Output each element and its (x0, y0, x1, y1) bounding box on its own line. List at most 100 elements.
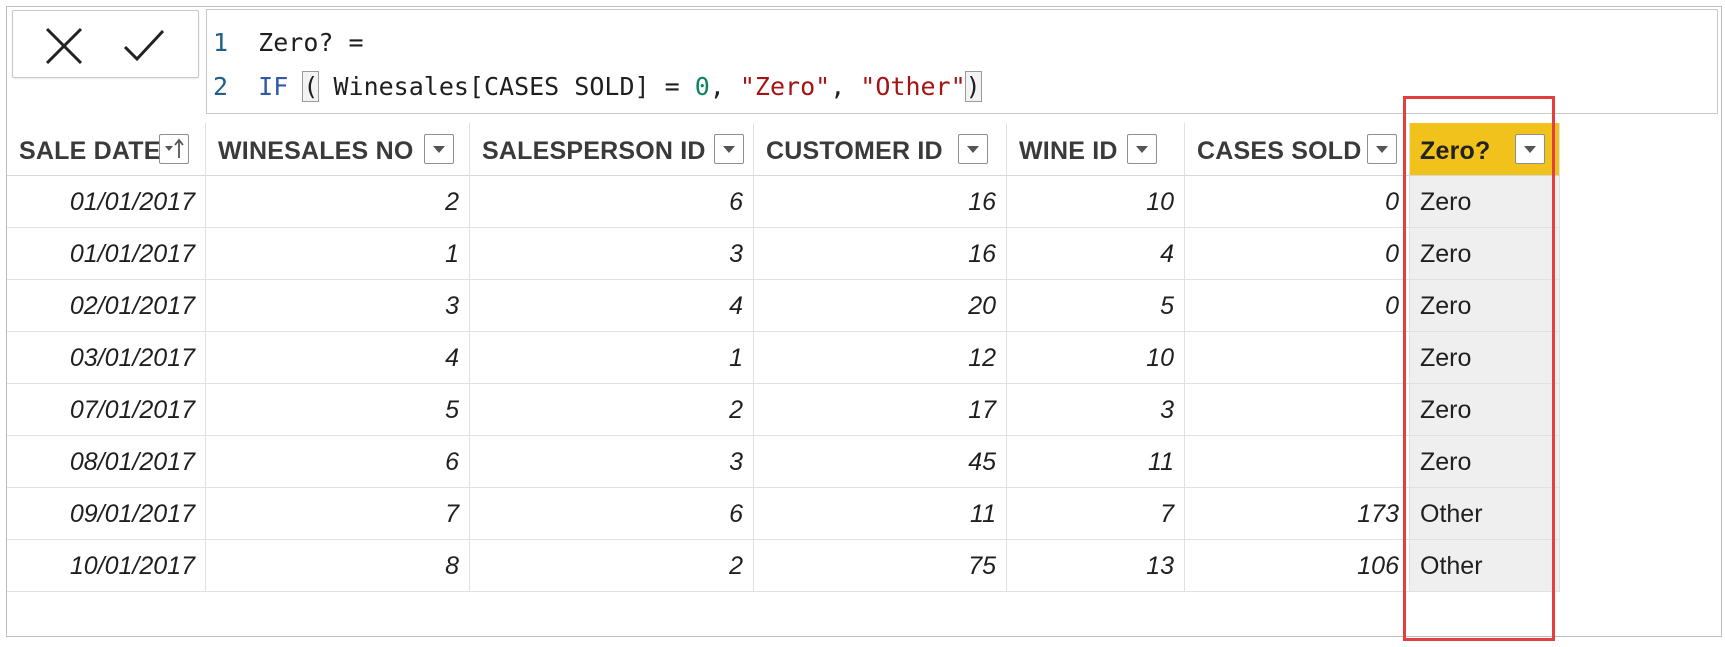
cancel-button[interactable] (41, 23, 87, 69)
table-cell[interactable]: 75 (754, 540, 1007, 592)
formula-editor[interactable]: 1 Zero? = 2 IF ( Winesales[CASES SOLD] =… (206, 9, 1718, 114)
table-cell[interactable]: 16 (754, 176, 1007, 228)
table-cell[interactable]: 5 (1007, 280, 1185, 332)
table-cell[interactable]: 09/01/2017 (7, 488, 206, 540)
table-cell[interactable] (1185, 384, 1410, 436)
table-cell[interactable]: 7 (206, 488, 470, 540)
table-cell[interactable]: 01/01/2017 (7, 228, 206, 280)
table-cell[interactable]: 11 (1007, 436, 1185, 488)
cell-value: 2 (729, 552, 743, 580)
table-cell[interactable] (1185, 332, 1410, 384)
table-cell[interactable]: 7 (1007, 488, 1185, 540)
formula-line-2: 2 IF ( Winesales[CASES SOLD] = 0, "Zero"… (213, 71, 982, 102)
table-cell[interactable]: 2 (206, 176, 470, 228)
commit-buttons (12, 10, 199, 78)
table-cell[interactable]: 01/01/2017 (7, 176, 206, 228)
column-header-label: WINESALES NO (218, 137, 414, 165)
table-cell[interactable]: 5 (206, 384, 470, 436)
column-header[interactable]: SALESPERSON ID (470, 123, 754, 176)
column-header[interactable]: SALE DATE (7, 123, 206, 176)
table-cell[interactable]: Zero (1410, 332, 1560, 384)
table-cell[interactable]: 10/01/2017 (7, 540, 206, 592)
column-header[interactable]: Zero? (1410, 123, 1560, 176)
line-number: 1 (213, 28, 229, 57)
table-cell[interactable]: 0 (1185, 228, 1410, 280)
cell-value: 11 (1148, 448, 1174, 476)
column-header-label: WINE ID (1019, 137, 1118, 165)
cell-value: 6 (445, 448, 459, 476)
cell-value: 5 (1160, 292, 1174, 320)
zero-literal: 0 (694, 72, 710, 101)
cell-value: 11 (970, 500, 996, 528)
cell-value: 6 (729, 500, 743, 528)
cell-value: 17 (968, 396, 996, 424)
cell-value: 6 (729, 188, 743, 216)
cell-value: 13 (1146, 552, 1174, 580)
table-cell[interactable]: 10 (1007, 176, 1185, 228)
table-cell[interactable]: 4 (206, 332, 470, 384)
table-cell[interactable]: 2 (470, 384, 754, 436)
filter-dropdown-button[interactable] (424, 134, 454, 164)
string-zero: "Zero" (739, 72, 831, 101)
table-cell[interactable]: Other (1410, 540, 1560, 592)
table-cell[interactable]: 3 (470, 436, 754, 488)
table-cell[interactable]: 12 (754, 332, 1007, 384)
cell-value: 10 (1146, 344, 1174, 372)
table-cell[interactable]: 1 (470, 332, 754, 384)
table-cell[interactable]: 13 (1007, 540, 1185, 592)
table-cell[interactable]: 17 (754, 384, 1007, 436)
dropdown-icon (723, 146, 735, 153)
table-cell[interactable]: 4 (1007, 228, 1185, 280)
table-cell[interactable]: 6 (470, 176, 754, 228)
table-cell[interactable]: 03/01/2017 (7, 332, 206, 384)
table-cell[interactable]: 3 (1007, 384, 1185, 436)
column-header[interactable]: WINE ID (1007, 123, 1185, 176)
cell-value: Zero (1420, 448, 1472, 476)
dropdown-icon (967, 146, 979, 153)
close-paren: ) (964, 71, 982, 102)
table-cell[interactable]: 6 (206, 436, 470, 488)
table-cell[interactable]: 3 (470, 228, 754, 280)
sort-filter-button[interactable] (159, 134, 189, 164)
table-cell[interactable]: 106 (1185, 540, 1410, 592)
table-cell[interactable] (1185, 436, 1410, 488)
table-cell[interactable]: 4 (470, 280, 754, 332)
table-cell[interactable]: 6 (470, 488, 754, 540)
table-cell[interactable]: 16 (754, 228, 1007, 280)
column-header[interactable]: CASES SOLD (1185, 123, 1410, 176)
column-header[interactable]: WINESALES NO (206, 123, 470, 176)
table-cell[interactable]: Zero (1410, 436, 1560, 488)
table-cell[interactable]: 20 (754, 280, 1007, 332)
table-cell[interactable]: 45 (754, 436, 1007, 488)
column-header[interactable]: CUSTOMER ID (754, 123, 1007, 176)
filter-dropdown-button[interactable] (1367, 134, 1397, 164)
table-cell[interactable]: 0 (1185, 176, 1410, 228)
commit-button[interactable] (121, 23, 167, 69)
filter-dropdown-button[interactable] (1127, 134, 1157, 164)
table-cell[interactable]: 07/01/2017 (7, 384, 206, 436)
table-cell[interactable]: 02/01/2017 (7, 280, 206, 332)
table-cell[interactable]: Zero (1410, 280, 1560, 332)
filter-dropdown-button[interactable] (714, 134, 744, 164)
table-cell[interactable]: 2 (470, 540, 754, 592)
table-cell[interactable]: 11 (754, 488, 1007, 540)
filter-dropdown-button[interactable] (1515, 134, 1545, 164)
table-cell[interactable]: Other (1410, 488, 1560, 540)
table-cell[interactable]: 1 (206, 228, 470, 280)
table-cell[interactable]: Zero (1410, 228, 1560, 280)
table-cell[interactable]: 173 (1185, 488, 1410, 540)
table-cell[interactable]: Zero (1410, 176, 1560, 228)
cell-value: 2 (445, 188, 459, 216)
cell-value: 3 (1160, 396, 1174, 424)
cell-value: 3 (729, 448, 743, 476)
table-cell[interactable]: 3 (206, 280, 470, 332)
open-paren: ( (302, 71, 320, 102)
table-cell[interactable]: 10 (1007, 332, 1185, 384)
line-number: 2 (213, 72, 229, 101)
table-cell[interactable]: 08/01/2017 (7, 436, 206, 488)
cell-value: Zero (1420, 292, 1472, 320)
table-cell[interactable]: 0 (1185, 280, 1410, 332)
filter-dropdown-button[interactable] (958, 134, 988, 164)
table-cell[interactable]: 8 (206, 540, 470, 592)
table-cell[interactable]: Zero (1410, 384, 1560, 436)
